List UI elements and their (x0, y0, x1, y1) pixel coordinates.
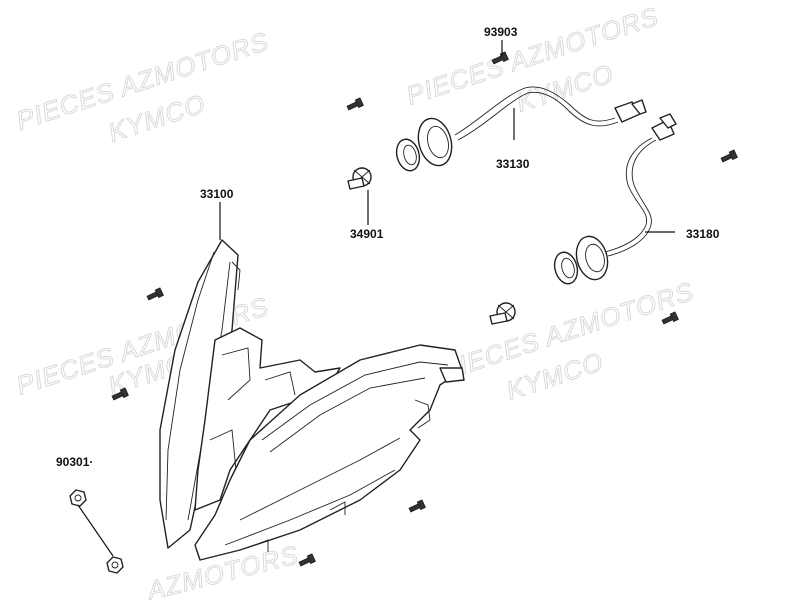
wiring-harness-33130[interactable] (393, 86, 647, 173)
bulb-second[interactable] (489, 302, 516, 325)
screw-icon[interactable] (720, 149, 738, 164)
nut-icon[interactable] (106, 556, 124, 574)
bulb-34901[interactable] (347, 167, 372, 190)
nut-group (69, 489, 124, 574)
wiring-harness-33180[interactable] (551, 113, 677, 286)
callout-90301[interactable]: 90301· (56, 455, 93, 469)
headlight-assembly[interactable] (159, 239, 465, 561)
callout-33130[interactable]: 33130 (496, 157, 530, 171)
leader-lines (77, 40, 675, 557)
screw-icon[interactable] (146, 287, 164, 302)
screw-icon[interactable] (298, 553, 316, 568)
screw-icon[interactable] (408, 499, 426, 514)
screw-icon[interactable] (111, 387, 129, 402)
watermark-layer: PIECES AZMOTORS KYMCO PIECES AZMOTORS KY… (12, 0, 698, 600)
callout-33180[interactable]: 33180 (686, 227, 720, 241)
screw-icon[interactable] (346, 97, 364, 112)
screw-icon[interactable] (661, 311, 679, 326)
callout-33100[interactable]: 33100 (200, 187, 234, 201)
callout-labels: 93903 33130 33100 34901 33180 90301· (56, 25, 720, 469)
nut-icon[interactable] (69, 489, 87, 507)
callout-34901[interactable]: 34901 (350, 227, 384, 241)
screw-group (111, 51, 738, 568)
callout-93903[interactable]: 93903 (484, 25, 518, 39)
